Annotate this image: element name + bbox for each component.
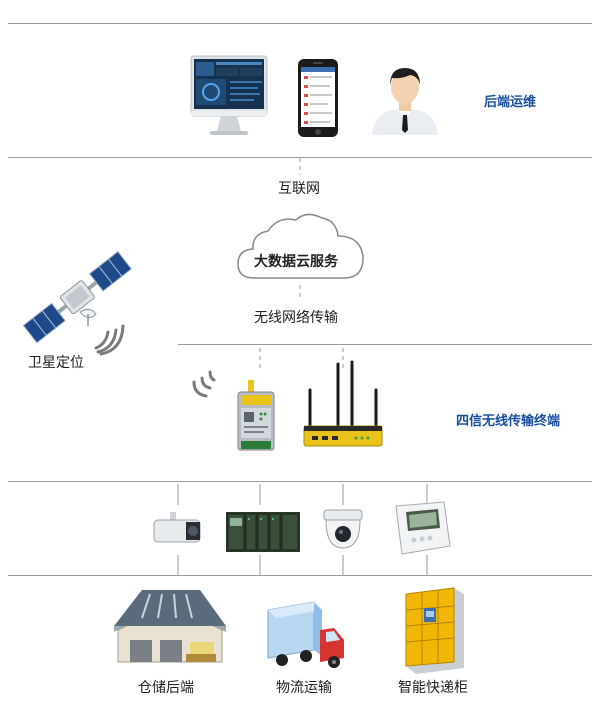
warehouse-icon — [114, 590, 226, 663]
satellite-positioning-label: 卫星定位 — [28, 355, 84, 371]
divider-backend — [8, 157, 592, 158]
signal-waves-icon — [192, 370, 216, 398]
divider-devices — [8, 481, 592, 482]
satellite-icon — [22, 250, 133, 344]
truck-icon — [267, 601, 344, 668]
divider-top — [8, 23, 592, 24]
operator-avatar-icon — [372, 68, 438, 135]
warehouse-label: 仓储后端 — [138, 680, 194, 696]
divider-business — [8, 575, 592, 576]
divider-terminal — [178, 344, 592, 345]
parcel-locker-icon — [405, 587, 464, 674]
dtu-modem-icon — [237, 380, 275, 451]
internet-label: 互联网 — [278, 181, 320, 197]
cloud-icon — [237, 213, 364, 279]
plc-rack-icon — [226, 512, 300, 552]
dome-camera-icon — [323, 509, 363, 549]
smartphone-icon — [298, 59, 338, 137]
locker-label: 智能快递柜 — [398, 680, 468, 696]
desktop-monitor-icon — [190, 55, 268, 135]
backend-ops-label: 后端运维 — [484, 95, 537, 110]
logistics-label: 物流运输 — [276, 680, 332, 696]
signal-waves-icon — [94, 324, 125, 356]
cloud-service-label: 大数据云服务 — [254, 254, 338, 270]
terminal-label: 四信无线传输终端 — [456, 414, 561, 429]
bullet-camera-icon — [153, 512, 201, 543]
wireless-network-label: 无线网络传输 — [254, 310, 338, 326]
thermostat-icon — [395, 501, 451, 555]
router-icon — [303, 360, 383, 447]
